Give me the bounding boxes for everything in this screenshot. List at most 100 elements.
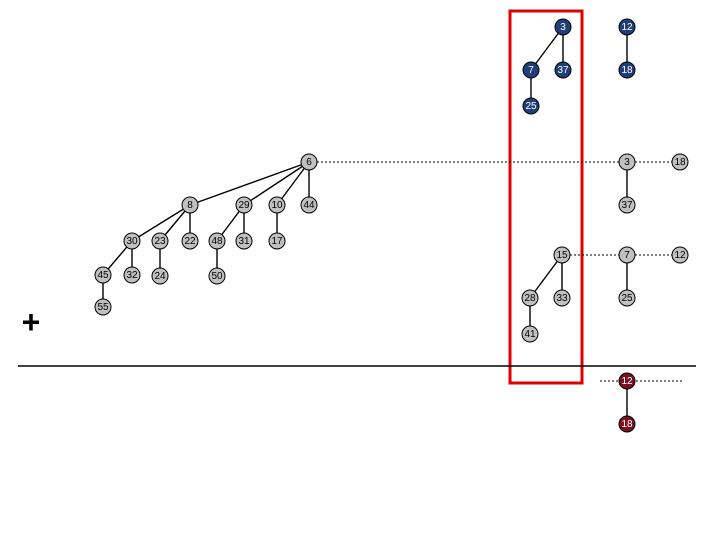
- node-label: 18: [621, 419, 633, 430]
- node-label: 18: [621, 65, 633, 76]
- node-label: 25: [621, 293, 633, 304]
- node-label: 24: [154, 271, 166, 282]
- node-g22: 22: [181, 232, 199, 250]
- edge-g6-g29: [243, 161, 310, 206]
- edge-r15-r28: [529, 254, 563, 299]
- node-r18: 18: [671, 153, 689, 171]
- node-g8: 8: [181, 196, 199, 214]
- node-r28: 28: [521, 289, 539, 307]
- edge-g6-g10: [276, 161, 310, 206]
- node-label: 3: [624, 157, 630, 168]
- node-circle: [671, 153, 689, 171]
- node-circle: [671, 246, 689, 264]
- node-label: 37: [621, 200, 633, 211]
- node-r7: 7: [618, 246, 636, 264]
- node-m18: 18: [618, 415, 636, 433]
- node-circle: [94, 266, 112, 284]
- edges-layer: [102, 26, 680, 424]
- node-circle: [618, 246, 636, 264]
- edge-g6-g8: [189, 161, 310, 206]
- node-circle: [123, 232, 141, 250]
- node-g10: 10: [268, 196, 286, 214]
- node-circle: [235, 232, 253, 250]
- node-circle: [300, 196, 318, 214]
- node-label: 15: [556, 250, 568, 261]
- node-label: 3: [560, 22, 566, 33]
- node-label: 10: [271, 200, 283, 211]
- node-label: 17: [271, 236, 283, 247]
- node-g44: 44: [300, 196, 318, 214]
- node-label: 12: [621, 22, 633, 33]
- node-circle: [618, 18, 636, 36]
- node-label: 50: [211, 271, 223, 282]
- node-label: 6: [306, 157, 312, 168]
- node-r41: 41: [521, 325, 539, 343]
- node-g29: 29: [235, 196, 253, 214]
- node-circle: [618, 61, 636, 79]
- node-m12: 12: [618, 372, 636, 390]
- node-circle: [554, 18, 572, 36]
- edge-b3-b7: [530, 26, 564, 71]
- node-g48: 48: [208, 232, 226, 250]
- node-circle: [208, 232, 226, 250]
- node-label: 25: [525, 101, 537, 112]
- node-label: 12: [621, 376, 633, 387]
- node-circle: [618, 415, 636, 433]
- node-r15: 15: [553, 246, 571, 264]
- node-circle: [94, 298, 112, 316]
- node-label: 31: [238, 236, 250, 247]
- node-r12: 12: [671, 246, 689, 264]
- node-r37: 37: [618, 196, 636, 214]
- node-b7: 7: [522, 61, 540, 79]
- node-circle: [268, 232, 286, 250]
- node-circle: [554, 61, 572, 79]
- node-label: 22: [184, 236, 196, 247]
- node-circle: [521, 289, 539, 307]
- node-label: 30: [126, 236, 138, 247]
- node-circle: [618, 153, 636, 171]
- plus-sign: +: [22, 304, 41, 340]
- node-g55: 55: [94, 298, 112, 316]
- node-circle: [522, 61, 540, 79]
- node-label: 29: [238, 200, 250, 211]
- node-circle: [151, 232, 169, 250]
- node-g45: 45: [94, 266, 112, 284]
- node-g17: 17: [268, 232, 286, 250]
- node-g31: 31: [235, 232, 253, 250]
- node-r33: 33: [553, 289, 571, 307]
- node-label: 23: [154, 236, 166, 247]
- node-label: 18: [674, 157, 686, 168]
- node-label: 33: [556, 293, 568, 304]
- node-label: 8: [187, 200, 193, 211]
- node-g23: 23: [151, 232, 169, 250]
- node-circle: [123, 266, 141, 284]
- node-circle: [208, 267, 226, 285]
- node-circle: [522, 97, 540, 115]
- node-b25: 25: [522, 97, 540, 115]
- node-circle: [553, 289, 571, 307]
- node-label: 45: [97, 270, 109, 281]
- node-b18: 18: [618, 61, 636, 79]
- node-label: 32: [126, 270, 138, 281]
- node-label: 41: [524, 329, 536, 340]
- node-r3: 3: [618, 153, 636, 171]
- node-g50: 50: [208, 267, 226, 285]
- node-circle: [300, 153, 318, 171]
- node-label: 44: [303, 200, 315, 211]
- node-b12: 12: [618, 18, 636, 36]
- node-g32: 32: [123, 266, 141, 284]
- node-r25: 25: [618, 289, 636, 307]
- node-circle: [181, 196, 199, 214]
- node-circle: [151, 267, 169, 285]
- node-g6: 6: [300, 153, 318, 171]
- highlight-box: [508, 9, 584, 385]
- node-label: 7: [528, 65, 534, 76]
- node-g24: 24: [151, 267, 169, 285]
- node-label: 12: [674, 250, 686, 261]
- node-circle: [181, 232, 199, 250]
- node-g30: 30: [123, 232, 141, 250]
- node-circle: [553, 246, 571, 264]
- node-circle: [268, 196, 286, 214]
